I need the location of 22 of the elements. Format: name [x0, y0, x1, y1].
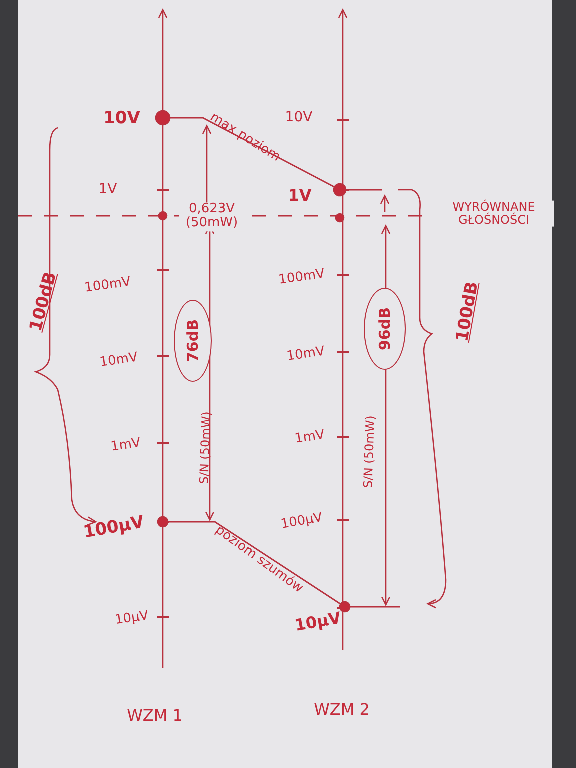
- axis-label: WZM 2: [314, 701, 370, 719]
- axis-label: 1mV: [294, 428, 326, 448]
- axis-label: 1V: [288, 187, 312, 205]
- decibel-value: 96dB: [376, 307, 394, 351]
- axis-label: 100mV: [84, 276, 132, 296]
- axis-label: 100µV: [82, 514, 146, 542]
- axis-label: 10µV: [294, 609, 342, 635]
- axis-label: 10V: [104, 110, 140, 128]
- axis-label: 100dB: [27, 270, 61, 334]
- axis-label: 1mV: [110, 436, 142, 456]
- axis-label: 10µV: [114, 610, 150, 628]
- axis-label: WZM 1: [127, 707, 183, 725]
- axis-label: 10V: [285, 110, 313, 126]
- axis-label: 10mV: [286, 345, 326, 365]
- axis-label: 100dB: [454, 280, 482, 344]
- axis-label: 100µV: [280, 511, 324, 533]
- axis-label: S/N (50mW): [362, 415, 378, 489]
- axis-label: 10mV: [99, 351, 139, 371]
- decibel-value: 76dB: [184, 319, 202, 363]
- axis-label: S/N (50mW): [198, 411, 214, 485]
- axis-label: 1V: [98, 182, 118, 198]
- axis-label: 100mV: [278, 268, 326, 288]
